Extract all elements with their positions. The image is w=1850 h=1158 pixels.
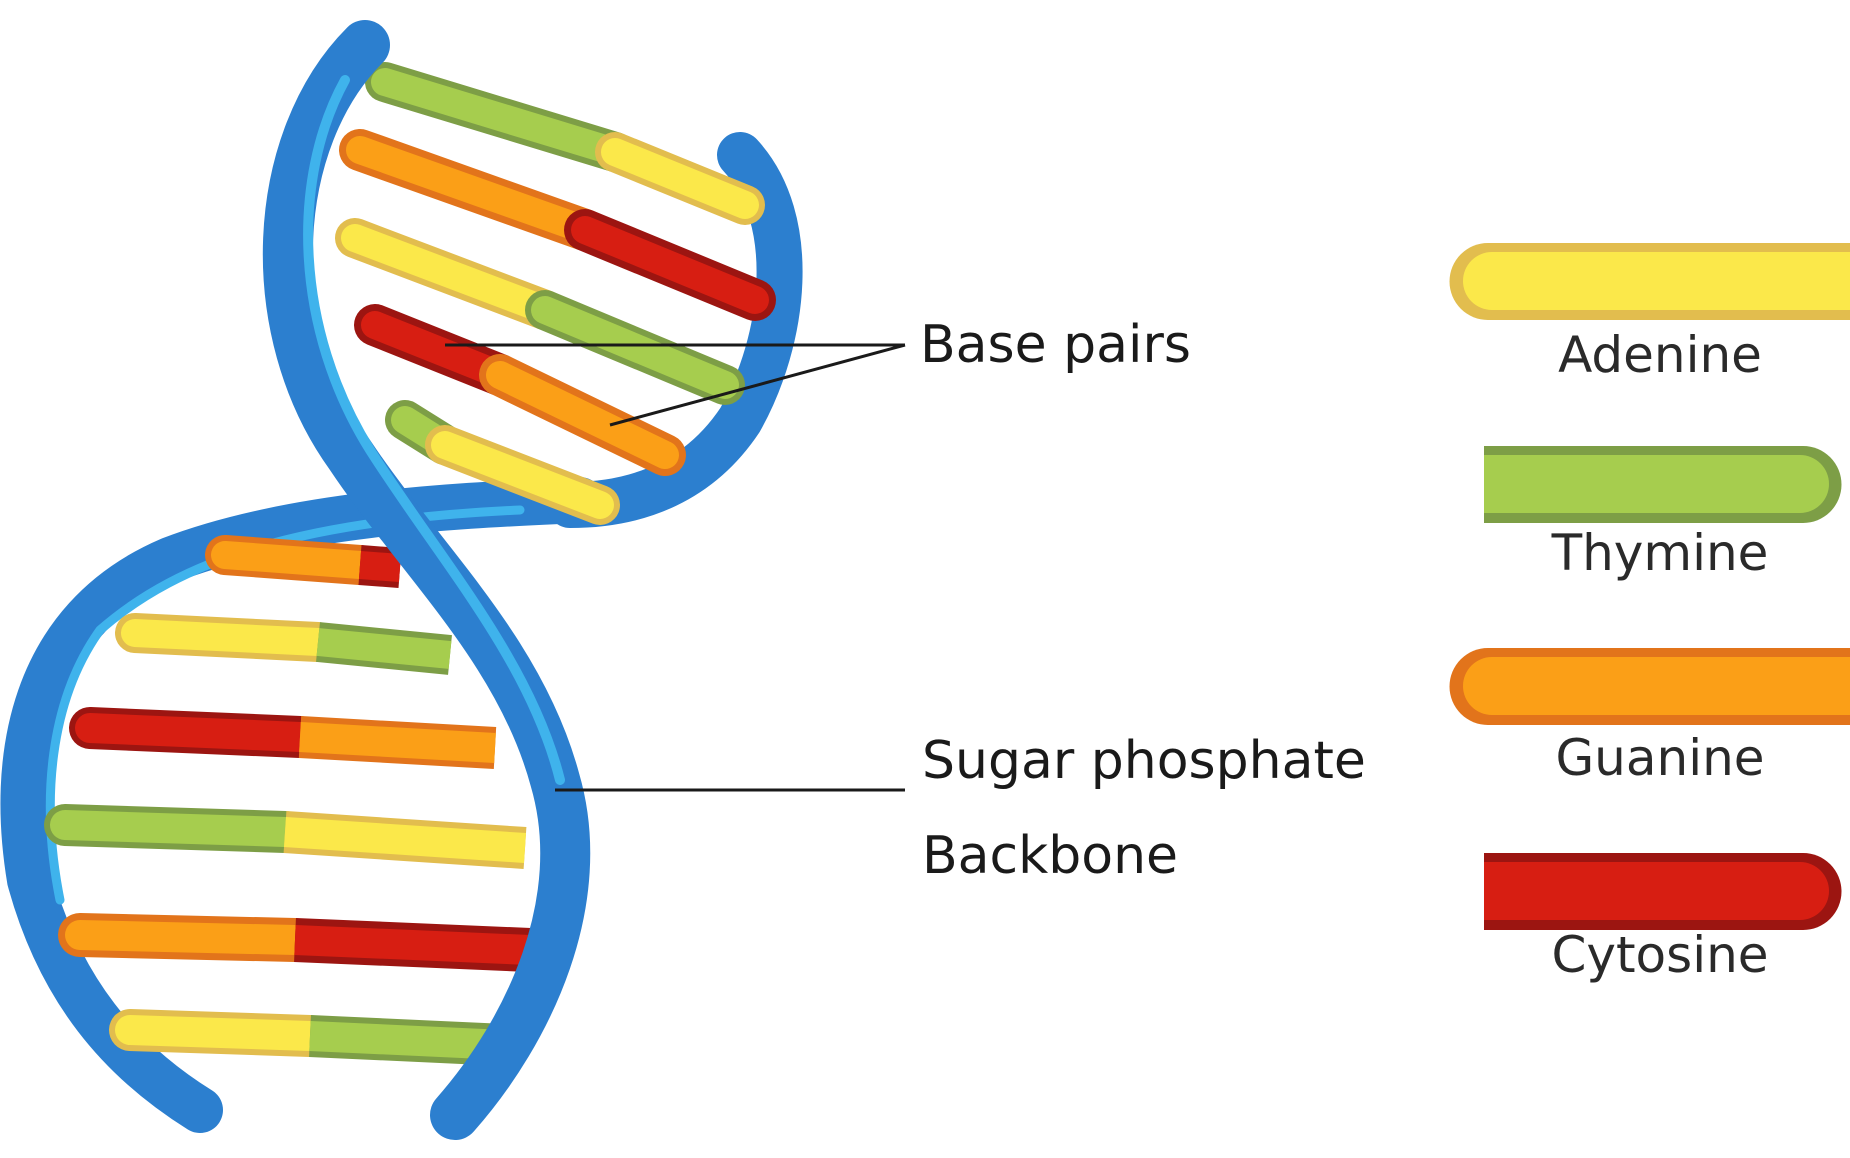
label-base-pairs: Base pairs bbox=[920, 315, 1191, 375]
legend-label-guanine: Guanine bbox=[1555, 729, 1764, 787]
label-backbone: Backbone bbox=[922, 826, 1178, 886]
legend-label-adenine: Adenine bbox=[1558, 326, 1762, 384]
legend-item-cytosine: Cytosine bbox=[1484, 853, 1842, 984]
legend-item-guanine: Guanine bbox=[1450, 648, 1850, 787]
legend: Adenine Thymine Guanine Cytosine bbox=[1450, 243, 1850, 984]
legend-item-adenine: Adenine bbox=[1450, 243, 1850, 384]
label-sugar-phosphate: Sugar phosphate bbox=[922, 731, 1366, 791]
legend-label-thymine: Thymine bbox=[1551, 524, 1769, 582]
legend-label-cytosine: Cytosine bbox=[1551, 926, 1768, 984]
legend-item-thymine: Thymine bbox=[1484, 446, 1842, 582]
